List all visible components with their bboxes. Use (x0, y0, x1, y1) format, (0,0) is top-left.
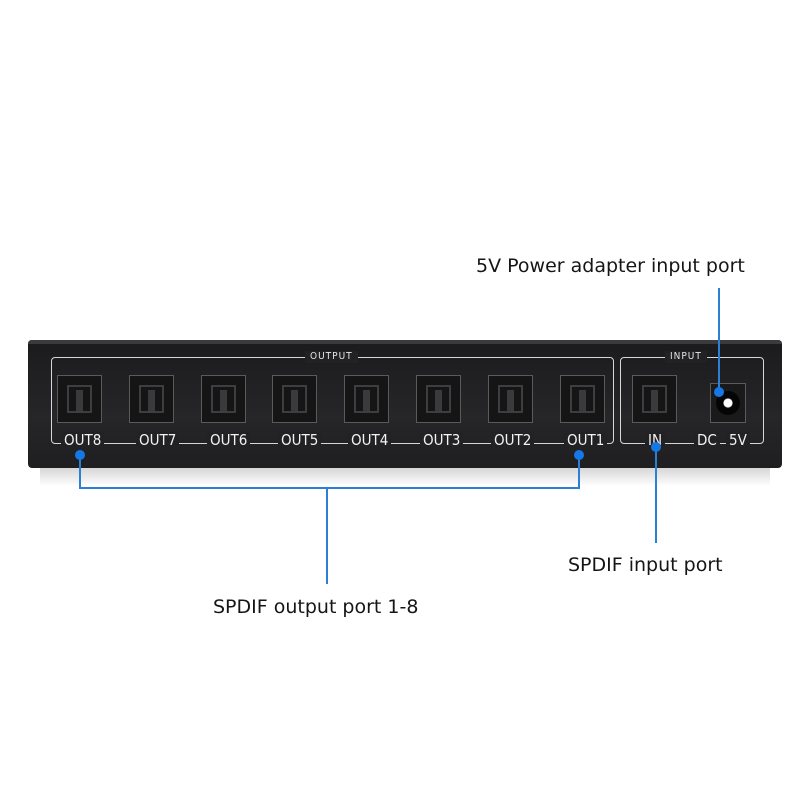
input-callout-dot (651, 442, 661, 452)
output-port-label: OUT4 (348, 432, 392, 448)
output-port-label: OUT7 (136, 432, 180, 448)
port-shutter (282, 385, 307, 413)
power-callout-line (718, 288, 720, 394)
output-callout-bracket (79, 487, 580, 489)
input-group-label: INPUT (665, 351, 707, 363)
output-callout-stem (326, 487, 328, 584)
input-callout-line (655, 447, 657, 543)
output-port-label: OUT6 (207, 432, 251, 448)
output-callout-dot-right (574, 450, 584, 460)
spdif-output-port (344, 375, 389, 423)
spdif-output-port (129, 375, 174, 423)
spdif-output-port (201, 375, 246, 423)
port-shutter (211, 385, 236, 413)
spdif-output-port (488, 375, 533, 423)
input-callout-caption: SPDIF input port (568, 554, 723, 576)
spdif-output-port (272, 375, 317, 423)
output-callout-caption: SPDIF output port 1-8 (213, 596, 419, 618)
voltage-label: 5V (726, 432, 750, 448)
port-shutter (354, 385, 379, 413)
port-shutter (426, 385, 451, 413)
output-callout-left-line (79, 455, 81, 488)
power-callout-dot (714, 387, 724, 397)
port-slot (148, 390, 155, 411)
output-callout-dot-left (75, 450, 85, 460)
output-port-label: OUT3 (420, 432, 464, 448)
port-shutter (570, 385, 595, 413)
spdif-output-port (57, 375, 102, 423)
port-shutter (139, 385, 164, 413)
output-port-label: OUT2 (491, 432, 535, 448)
spdif-output-port (560, 375, 605, 423)
spdif-output-port (416, 375, 461, 423)
output-group-label: OUTPUT (305, 351, 358, 363)
port-slot (579, 390, 586, 411)
port-slot (507, 390, 514, 411)
output-port-label: OUT8 (61, 432, 105, 448)
dc-power-jack (710, 383, 746, 423)
port-shutter (67, 385, 92, 413)
chassis-top-edge (28, 340, 782, 344)
dc-label: DC (694, 432, 720, 448)
port-slot (220, 390, 227, 411)
power-callout-caption: 5V Power adapter input port (476, 255, 745, 277)
port-slot (291, 390, 298, 411)
port-slot (76, 390, 83, 411)
output-port-label: OUT1 (564, 432, 608, 448)
spdif-input-port (632, 375, 677, 423)
port-slot (363, 390, 370, 411)
port-shutter (642, 385, 667, 413)
device-shadow (40, 468, 770, 486)
output-port-label: OUT5 (278, 432, 322, 448)
port-slot (435, 390, 442, 411)
output-callout-right-line (578, 455, 580, 488)
port-slot (651, 390, 658, 411)
port-shutter (498, 385, 523, 413)
